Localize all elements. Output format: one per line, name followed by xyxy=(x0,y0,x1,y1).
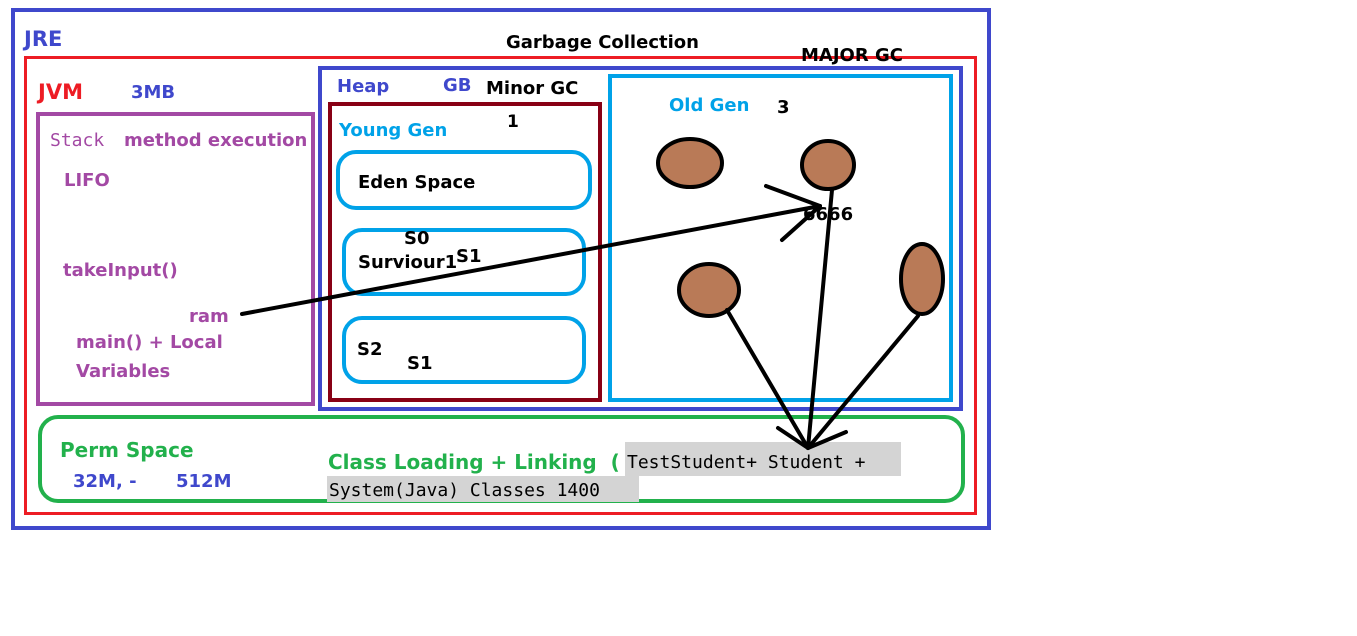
class-loading-label: Class Loading + Linking ( xyxy=(328,450,620,474)
surviour-label: Surviour1 xyxy=(358,252,458,273)
old-gen-number: 3 xyxy=(777,97,790,118)
lifo-label: LIFO xyxy=(64,170,110,191)
reference-line xyxy=(725,308,810,450)
survivor-box xyxy=(342,228,586,296)
main-frame-line2: Variables xyxy=(76,361,171,382)
young-gen-label: Young Gen xyxy=(339,120,448,141)
reference-line xyxy=(806,188,834,450)
major-gc-label: MAJOR GC xyxy=(801,45,903,66)
classes-highlight-2 xyxy=(327,476,639,502)
stack-title: method execution xyxy=(124,130,308,151)
jre-box xyxy=(11,8,991,530)
jvm-label: JVM xyxy=(38,80,83,104)
classes-line1: TestStudent+ Student + xyxy=(627,452,866,473)
classes-line2: System(Java) Classes 1400 xyxy=(329,480,600,501)
old-gen-label: Old Gen xyxy=(669,95,750,116)
s2-label: S2 xyxy=(357,339,383,360)
perm-size-min: 32M, - xyxy=(73,471,137,492)
garbage-collection-label: Garbage Collection xyxy=(506,32,699,53)
object-circle xyxy=(656,137,724,189)
classes-highlight-1 xyxy=(625,442,901,476)
object-circle xyxy=(677,262,741,318)
jvm-box xyxy=(24,56,977,515)
jre-label: JRE xyxy=(24,27,63,51)
minor-gc-label: Minor GC xyxy=(486,78,579,99)
arrowhead xyxy=(776,426,848,450)
young-gen-number: 1 xyxy=(507,112,519,132)
s1-top-label: S1 xyxy=(456,246,482,267)
perm-space-label: Perm Space xyxy=(60,438,194,462)
s1-bottom-label: S1 xyxy=(407,353,433,374)
arrowhead xyxy=(764,184,822,242)
main-frame-line1: main() + Local xyxy=(76,332,223,353)
reference-line xyxy=(806,314,920,450)
eden-space-box xyxy=(336,150,592,210)
s2-box xyxy=(342,316,586,384)
perm-size-max: 512M xyxy=(176,471,232,492)
object-circle xyxy=(899,242,945,316)
object-circle xyxy=(800,139,856,191)
heap-box xyxy=(318,66,963,411)
stack-label: Stack xyxy=(50,130,105,151)
eden-space-label: Eden Space xyxy=(358,172,476,193)
young-gen-box xyxy=(328,102,602,402)
take-input-frame: takeInput() xyxy=(63,260,178,281)
object-value-label: 6666 xyxy=(803,204,854,225)
stack-box xyxy=(36,112,315,406)
heap-label: Heap xyxy=(337,76,390,97)
reference-arrow xyxy=(240,204,822,316)
jvm-size: 3MB xyxy=(131,82,176,103)
s0-label: S0 xyxy=(404,228,430,249)
ram-variable: ram xyxy=(189,306,229,327)
heap-unit: GB xyxy=(443,75,472,96)
